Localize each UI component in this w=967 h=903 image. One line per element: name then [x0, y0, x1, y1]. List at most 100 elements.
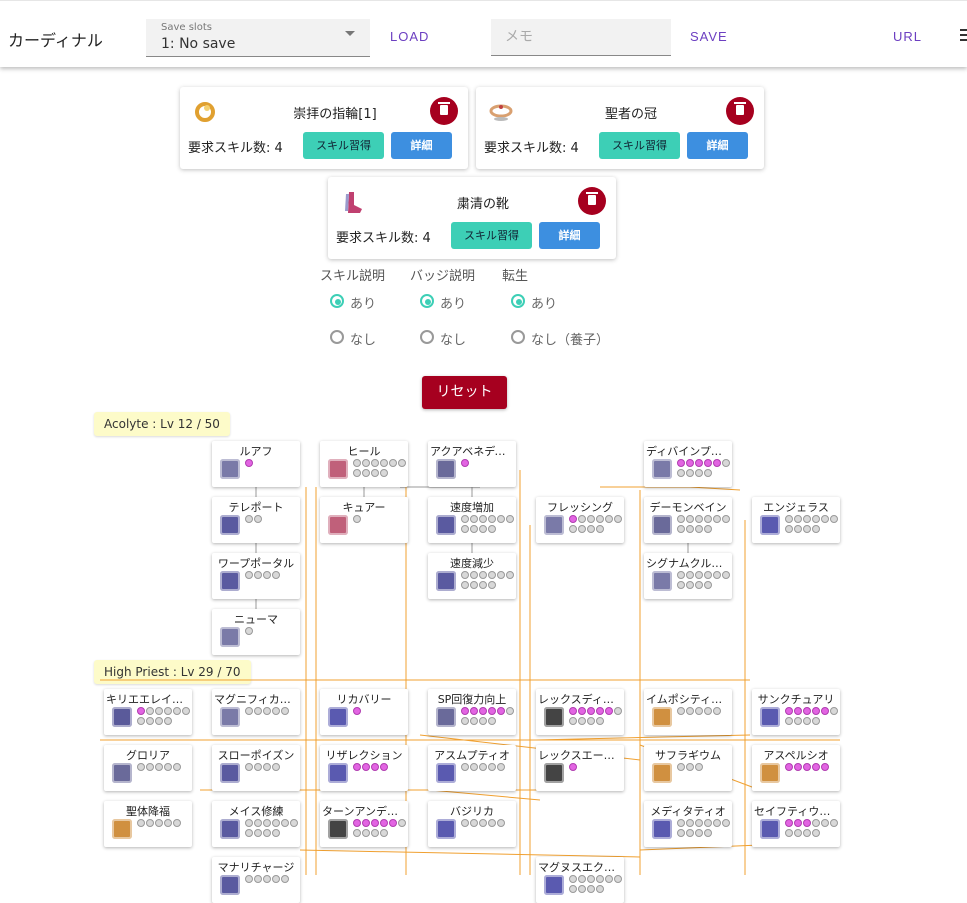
level-dot-empty[interactable]: [362, 829, 370, 837]
level-dot-empty[interactable]: [614, 515, 622, 523]
level-dot-empty[interactable]: [461, 571, 469, 579]
skill-level-dots[interactable]: [785, 515, 839, 535]
level-dot-filled[interactable]: [605, 707, 613, 715]
level-dot-empty[interactable]: [677, 571, 685, 579]
skill-level-dots[interactable]: [677, 571, 731, 591]
level-dot-empty[interactable]: [596, 875, 604, 883]
level-dot-empty[interactable]: [263, 819, 271, 827]
delete-button[interactable]: [578, 187, 606, 215]
level-dot-empty[interactable]: [794, 829, 802, 837]
level-dot-empty[interactable]: [245, 707, 253, 715]
level-dot-filled[interactable]: [821, 707, 829, 715]
level-dot-empty[interactable]: [677, 581, 685, 589]
level-dot-filled[interactable]: [569, 707, 577, 715]
level-dot-empty[interactable]: [272, 875, 280, 883]
level-dot-empty[interactable]: [695, 469, 703, 477]
skill-level-dots[interactable]: [245, 515, 299, 525]
level-dot-empty[interactable]: [245, 829, 253, 837]
level-dot-empty[interactable]: [677, 819, 685, 827]
delete-button[interactable]: [430, 97, 458, 125]
level-dot-empty[interactable]: [254, 763, 262, 771]
level-dot-empty[interactable]: [587, 885, 595, 893]
level-dot-empty[interactable]: [686, 829, 694, 837]
level-dot-empty[interactable]: [155, 717, 163, 725]
level-dot-filled[interactable]: [371, 763, 379, 771]
skill-level-dots[interactable]: [677, 515, 731, 535]
level-dot-empty[interactable]: [686, 581, 694, 589]
skill-level-dots[interactable]: [137, 707, 191, 727]
level-dot-empty[interactable]: [704, 571, 712, 579]
level-dot-empty[interactable]: [488, 819, 496, 827]
level-dot-empty[interactable]: [182, 707, 190, 715]
skill-card[interactable]: グロリア: [104, 745, 192, 791]
level-dot-empty[interactable]: [677, 763, 685, 771]
level-dot-empty[interactable]: [461, 819, 469, 827]
level-dot-empty[interactable]: [488, 571, 496, 579]
skill-level-dots[interactable]: [461, 515, 515, 535]
level-dot-empty[interactable]: [488, 525, 496, 533]
skill-level-dots[interactable]: [677, 763, 731, 773]
skill-card[interactable]: メイス修練: [212, 801, 300, 847]
level-dot-filled[interactable]: [596, 707, 604, 715]
level-dot-empty[interactable]: [479, 571, 487, 579]
skill-card[interactable]: ターンアンデッド: [320, 801, 408, 847]
level-dot-empty[interactable]: [497, 763, 505, 771]
level-dot-filled[interactable]: [470, 707, 478, 715]
level-dot-empty[interactable]: [461, 525, 469, 533]
level-dot-filled[interactable]: [353, 763, 361, 771]
skill-level-dots[interactable]: [353, 707, 407, 717]
skill-level-dots[interactable]: [785, 819, 839, 839]
level-dot-filled[interactable]: [686, 459, 694, 467]
learn-skill-button[interactable]: スキル習得: [599, 132, 680, 159]
skill-level-dots[interactable]: [569, 763, 623, 773]
level-dot-empty[interactable]: [470, 581, 478, 589]
level-dot-filled[interactable]: [794, 819, 802, 827]
level-dot-filled[interactable]: [578, 707, 586, 715]
level-dot-empty[interactable]: [713, 707, 721, 715]
level-dot-empty[interactable]: [353, 515, 361, 523]
level-dot-empty[interactable]: [137, 819, 145, 827]
level-dot-filled[interactable]: [353, 819, 361, 827]
level-dot-empty[interactable]: [272, 763, 280, 771]
level-dot-empty[interactable]: [587, 875, 595, 883]
skill-card[interactable]: ルアフ: [212, 441, 300, 487]
level-dot-filled[interactable]: [371, 819, 379, 827]
level-dot-empty[interactable]: [686, 525, 694, 533]
level-dot-empty[interactable]: [695, 763, 703, 771]
skill-level-dots[interactable]: [137, 763, 191, 773]
level-dot-empty[interactable]: [812, 829, 820, 837]
skill-card[interactable]: テレポート: [212, 497, 300, 543]
level-dot-empty[interactable]: [164, 819, 172, 827]
level-dot-empty[interactable]: [470, 717, 478, 725]
level-dot-filled[interactable]: [812, 707, 820, 715]
skill-level-dots[interactable]: [245, 819, 299, 839]
level-dot-empty[interactable]: [587, 515, 595, 523]
skill-level-dots[interactable]: [245, 627, 299, 637]
level-dot-empty[interactable]: [704, 707, 712, 715]
skill-card[interactable]: マナリチャージ: [212, 857, 300, 903]
skill-card[interactable]: セイフティウォール: [752, 801, 840, 847]
level-dot-empty[interactable]: [380, 459, 388, 467]
level-dot-empty[interactable]: [614, 875, 622, 883]
level-dot-filled[interactable]: [380, 819, 388, 827]
skill-card[interactable]: SP回復力向上: [428, 689, 516, 735]
level-dot-empty[interactable]: [695, 819, 703, 827]
level-dot-empty[interactable]: [506, 707, 514, 715]
skill-card[interactable]: メディタティオ: [644, 801, 732, 847]
skill-level-dots[interactable]: [785, 763, 839, 773]
level-dot-empty[interactable]: [488, 717, 496, 725]
level-dot-empty[interactable]: [704, 829, 712, 837]
memo-input[interactable]: [491, 19, 671, 56]
level-dot-empty[interactable]: [398, 459, 406, 467]
level-dot-empty[interactable]: [479, 717, 487, 725]
level-dot-empty[interactable]: [461, 515, 469, 523]
level-dot-filled[interactable]: [569, 763, 577, 771]
detail-button[interactable]: 詳細: [391, 132, 452, 159]
level-dot-empty[interactable]: [398, 819, 406, 827]
level-dot-empty[interactable]: [695, 571, 703, 579]
skill-card[interactable]: シグナムクルシス: [644, 553, 732, 599]
level-dot-empty[interactable]: [794, 515, 802, 523]
level-dot-empty[interactable]: [578, 525, 586, 533]
level-dot-empty[interactable]: [137, 717, 145, 725]
level-dot-empty[interactable]: [785, 717, 793, 725]
